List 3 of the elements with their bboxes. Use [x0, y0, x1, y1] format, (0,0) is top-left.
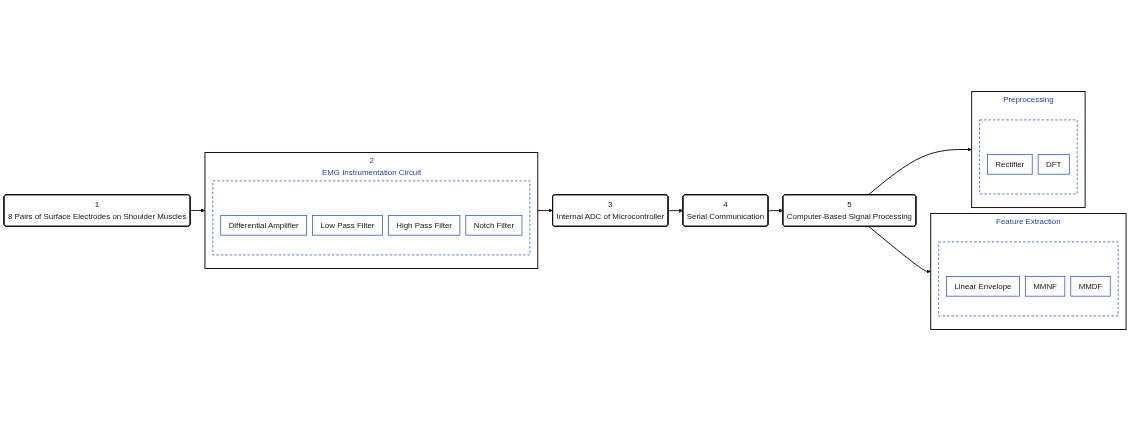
cluster: [979, 119, 1078, 195]
cluster: [212, 180, 531, 256]
cluster: [938, 241, 1119, 317]
